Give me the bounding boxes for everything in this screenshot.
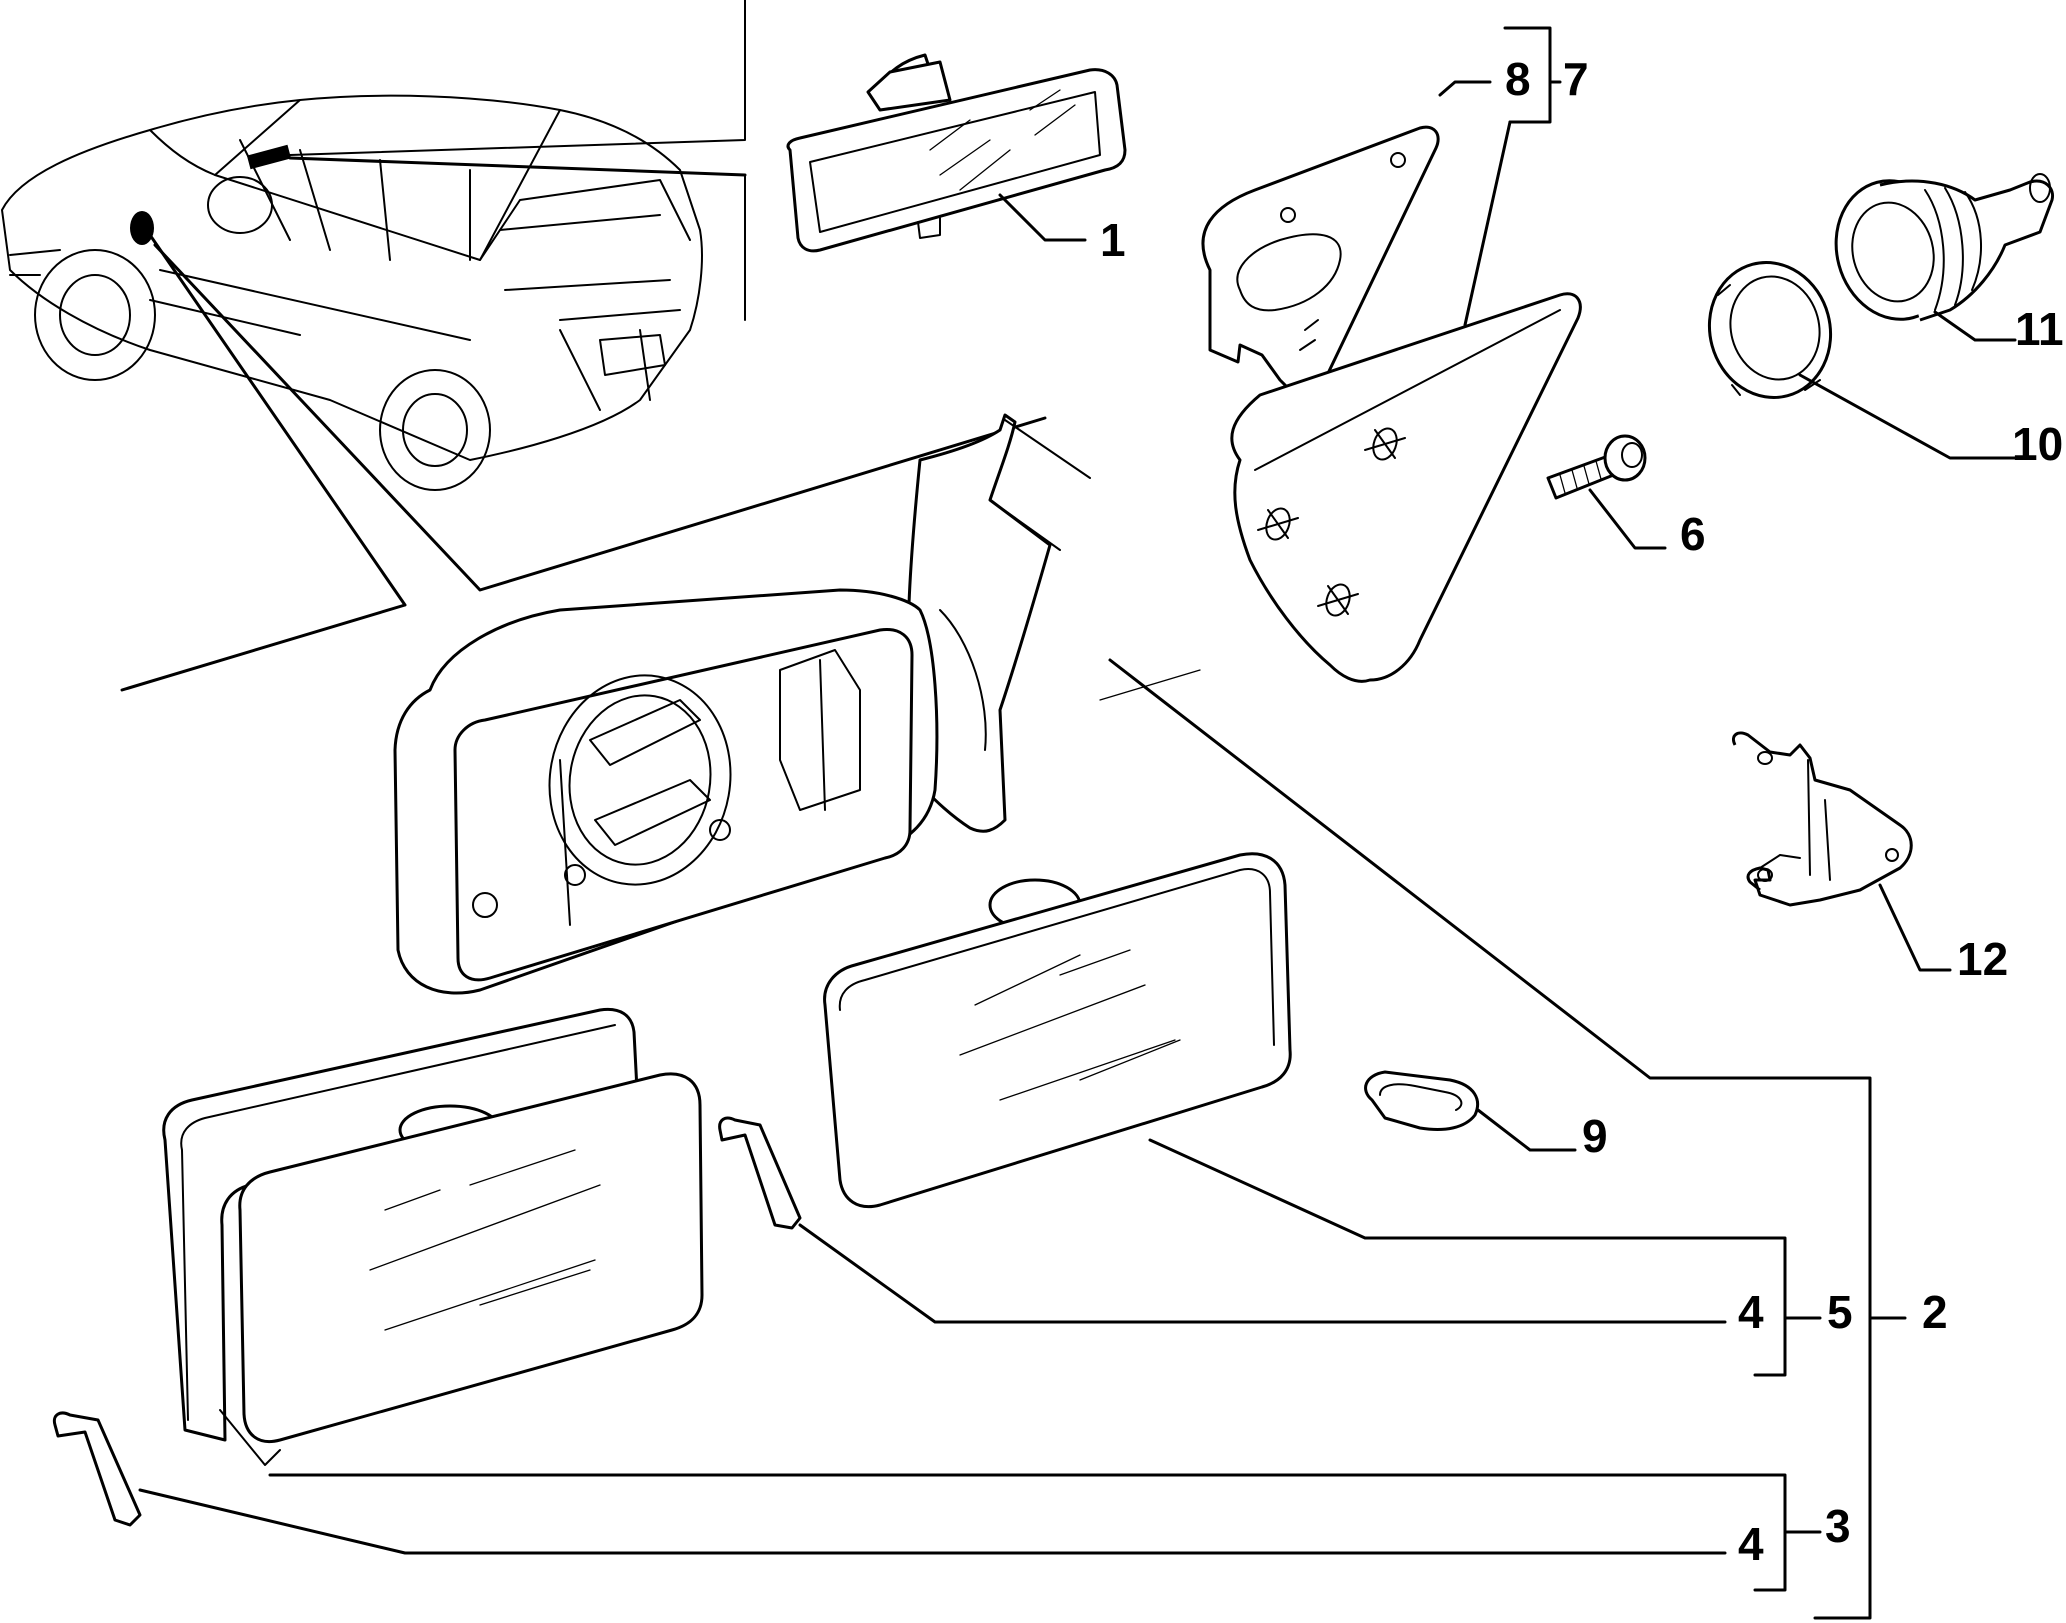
part-8-gasket xyxy=(1201,125,1440,403)
callout-labels: 1 8 7 6 11 10 12 9 4 5 2 3 4 xyxy=(1100,53,2064,1570)
part-2-mirror-housing xyxy=(393,413,1091,995)
callout-10: 10 xyxy=(2012,418,2063,470)
leader-lines xyxy=(138,26,2017,1620)
callout-4-lower: 4 xyxy=(1738,1518,1764,1570)
callout-8: 8 xyxy=(1505,53,1531,105)
part-5-right-glass xyxy=(823,852,1292,1208)
callout-4-upper: 4 xyxy=(1738,1286,1764,1338)
callout-2: 2 xyxy=(1922,1286,1948,1338)
part-4-clip-left xyxy=(52,1411,142,1527)
callout-6: 6 xyxy=(1680,508,1706,560)
part-11-boot xyxy=(1834,173,2055,322)
part-10-ring xyxy=(1707,261,1833,399)
part-9-grommet xyxy=(1364,1070,1480,1131)
part-4-clip-right xyxy=(718,1116,802,1230)
callout-7: 7 xyxy=(1563,53,1589,105)
callout-9: 9 xyxy=(1582,1110,1608,1162)
callout-1: 1 xyxy=(1100,214,1126,266)
callout-5: 5 xyxy=(1827,1286,1853,1338)
callout-11: 11 xyxy=(2015,303,2064,355)
callout-3: 3 xyxy=(1825,1500,1851,1552)
part-3-left-glass-assembly xyxy=(162,1007,704,1466)
part-7-mount-plate xyxy=(1099,292,1582,701)
part-1-interior-mirror xyxy=(786,53,1127,253)
callout-12: 12 xyxy=(1957,933,2008,985)
part-12-bracket xyxy=(1732,731,1913,907)
car-overview-illustration xyxy=(1,0,1047,692)
part-6-screw xyxy=(1546,434,1647,500)
